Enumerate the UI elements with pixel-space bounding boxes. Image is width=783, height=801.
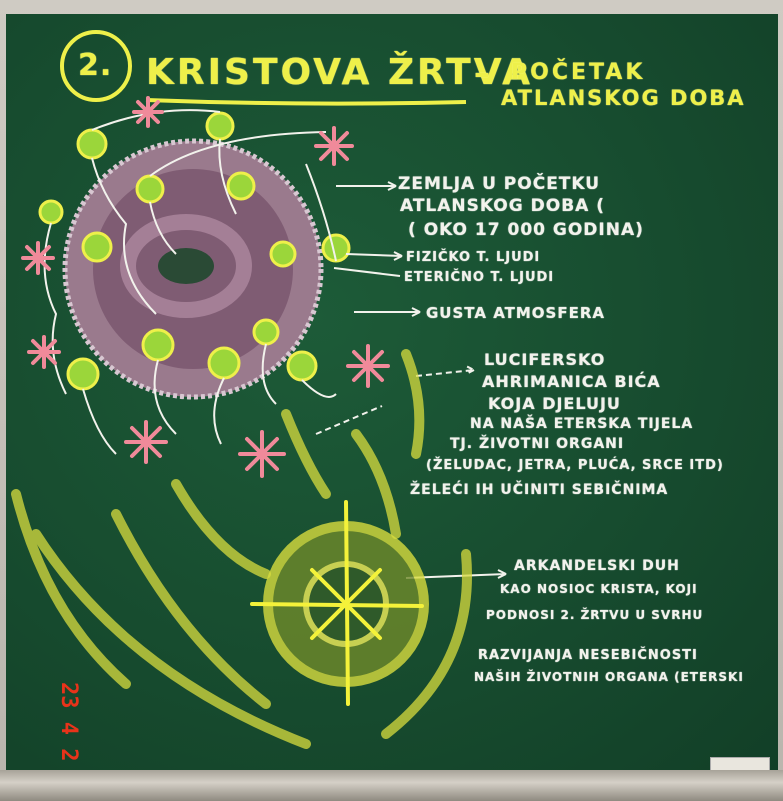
pink-being bbox=[132, 96, 164, 128]
archangel-label-line: NAŠIH ŽIVOTNIH ORGANA (ETERSKI bbox=[474, 670, 744, 684]
beings-label-line: NA NAŠA ETERSKA TIJELA bbox=[470, 416, 694, 432]
earth-label-line: ( OKO 17 000 GODINA) bbox=[408, 220, 644, 240]
etheric-body bbox=[207, 346, 241, 380]
atmosphere-label: GUSTA ATMOSFERA bbox=[426, 304, 606, 322]
beings-label-line: KOJA DJELUJU bbox=[488, 394, 621, 413]
title-number-circle bbox=[60, 30, 132, 102]
pink-being bbox=[314, 126, 354, 166]
label-arrows bbox=[315, 181, 507, 579]
chalk-drawing bbox=[11, 30, 507, 749]
physical-body-lines bbox=[43, 109, 337, 455]
beings-label-line: AHRIMANICA BIĆA bbox=[482, 372, 661, 391]
pink-being bbox=[21, 241, 55, 275]
beings-label-line: TJ. ŽIVOTNI ORGANI bbox=[450, 436, 625, 452]
etheric-body bbox=[269, 240, 297, 268]
archangel-label-line: RAZVIJANJA NESEBIČNOSTI bbox=[478, 648, 698, 663]
etheric-body bbox=[76, 128, 108, 160]
etheric-body bbox=[135, 174, 165, 204]
pink-being bbox=[27, 335, 61, 369]
archangel-label-line: PODNOSI 2. ŽRTVU U SVRHU bbox=[486, 608, 704, 622]
etheric-body bbox=[141, 328, 175, 362]
beings-label-line: (ŽELUDAC, JETRA, PLUĆA, SRCE ITD) bbox=[426, 458, 724, 473]
etheric-bodies bbox=[38, 111, 351, 391]
etheric-body bbox=[38, 199, 64, 225]
etheric-body bbox=[81, 231, 113, 263]
etheric-body bbox=[66, 357, 100, 391]
earth-label-line: ATLANSKOG DOBA ( bbox=[400, 196, 605, 216]
photo-date-stamp: 23 4 2 bbox=[56, 682, 81, 762]
beings-label-line: ŽELEĆI IH UČINITI SEBIČNIMA bbox=[410, 482, 669, 498]
christ-star bbox=[250, 500, 424, 706]
etheric-body bbox=[252, 318, 280, 346]
etheric-body bbox=[286, 350, 318, 382]
title-subtitle-line2: ATLANSKOG DOBA bbox=[501, 86, 746, 110]
pink-being bbox=[346, 344, 390, 388]
pink-being bbox=[238, 430, 286, 478]
archangel-label-line: ARKANDELSKI DUH bbox=[514, 558, 680, 574]
title-main: KRISTOVA ŽRTVA bbox=[146, 52, 533, 93]
title-underline bbox=[145, 98, 467, 106]
physical-body-label: FIZIČKO T. LJUDI bbox=[406, 250, 541, 265]
luciferic-beings bbox=[21, 96, 390, 478]
archangel-label-line: KAO NOSIOC KRISTA, KOJI bbox=[500, 582, 698, 596]
beings-label-line: LUCIFERSKO bbox=[484, 350, 606, 369]
earth-core bbox=[158, 248, 214, 284]
earth-swirl bbox=[120, 214, 252, 318]
yellow-rays bbox=[11, 349, 472, 749]
etheric-body bbox=[226, 171, 256, 201]
chalk-ledge bbox=[0, 770, 783, 801]
title-dash: – bbox=[474, 54, 491, 92]
chalkboard: 2. KRISTOVA ŽRTVA – POČETAK ATLANSKOG DO… bbox=[6, 14, 778, 770]
earth-label-line: ZEMLJA U POČETKU bbox=[398, 174, 601, 194]
etheric-body-label: ETERIČNO T. LJUDI bbox=[404, 270, 555, 285]
pink-being bbox=[124, 420, 168, 464]
title-number: 2. bbox=[78, 48, 113, 83]
etheric-body bbox=[205, 111, 235, 141]
title-subtitle-line1: POČETAK bbox=[511, 60, 646, 85]
